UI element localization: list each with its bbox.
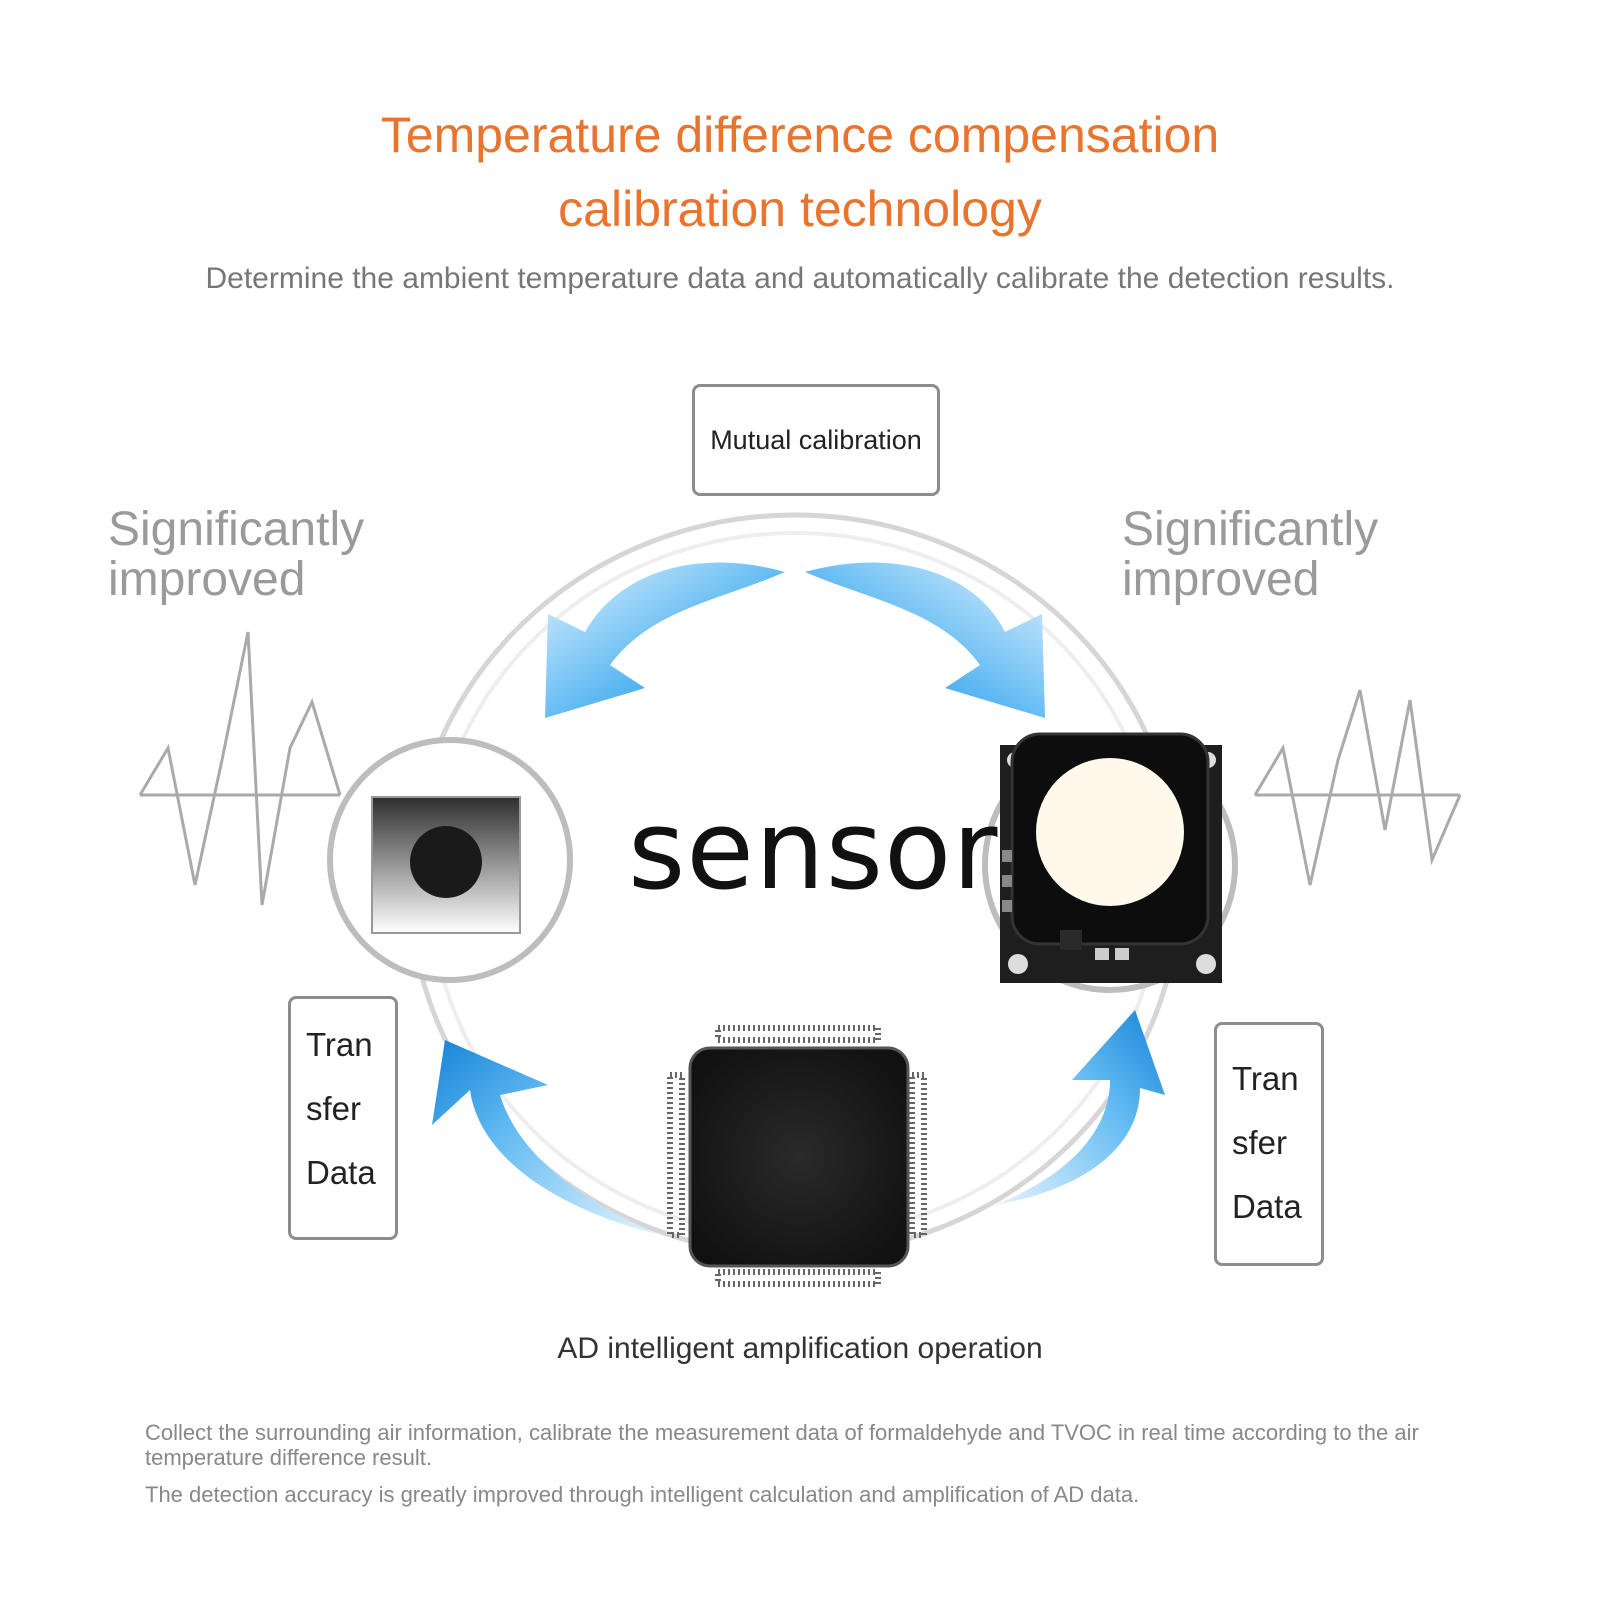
temperature-sensor-dot-icon xyxy=(410,826,482,898)
bottom-caption: AD intelligent amplification operation xyxy=(557,1332,1043,1365)
bottom-left-arrow-icon xyxy=(432,1040,660,1235)
right-improved-label: Significantly improved xyxy=(1122,503,1379,606)
mcu-chip-icon xyxy=(667,1025,927,1287)
right-waveform-icon xyxy=(1253,689,1462,886)
left-transfer-data-box: Tran sfer Data xyxy=(288,996,398,1240)
left-improved-label: Significantly improved xyxy=(108,503,365,606)
title-line-2: calibration technology xyxy=(558,181,1042,237)
bottom-right-arrow-icon xyxy=(995,1010,1165,1205)
top-right-arrow-icon xyxy=(805,562,1045,718)
page-title: Temperature difference compensation cali… xyxy=(0,98,1600,246)
right-transfer-data-box: Tran sfer Data xyxy=(1214,1022,1324,1266)
page-subtitle: Determine the ambient temperature data a… xyxy=(205,262,1395,295)
gas-sensor-module-icon xyxy=(1000,732,1222,983)
footer-line-2: The detection accuracy is greatly improv… xyxy=(145,1482,1140,1507)
top-left-arrow-icon xyxy=(545,562,785,718)
title-line-1: Temperature difference compensation xyxy=(380,107,1220,163)
sensor-label: sensor xyxy=(628,786,999,914)
mutual-calibration-box: Mutual calibration xyxy=(692,384,940,496)
left-waveform-icon xyxy=(138,631,342,906)
footer-line-1: Collect the surrounding air information,… xyxy=(145,1420,1419,1470)
